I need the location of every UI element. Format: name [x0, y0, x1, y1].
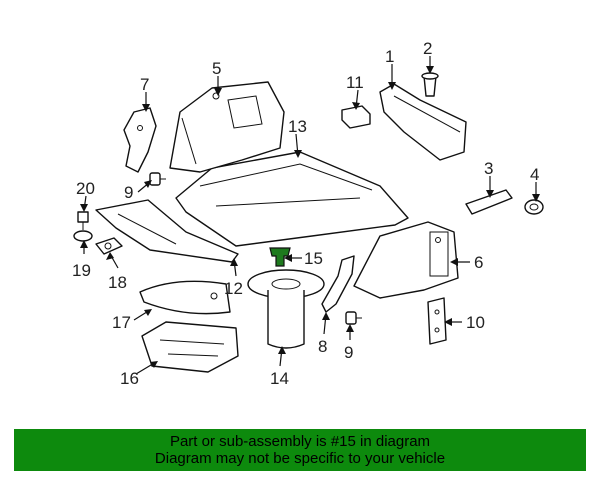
callout-5: 5 — [212, 59, 221, 78]
part-11-block — [341, 105, 371, 129]
callout-1: 1 — [385, 47, 394, 66]
parts-diagram: 1 2 3 4 5 6 7 8 9 9 10 11 12 13 14 15 16… — [72, 39, 544, 388]
callout-16: 16 — [120, 369, 139, 388]
callout-15: 15 — [304, 249, 323, 268]
callout-19: 19 — [72, 261, 91, 280]
callout-18: 18 — [108, 273, 127, 292]
part-6-right-trim-panel — [353, 221, 459, 299]
callout-7: 7 — [140, 75, 149, 94]
part-5-left-trim-panel — [169, 81, 285, 173]
callout-6: 6 — [474, 253, 483, 272]
callout-labels: 1 2 3 4 5 6 7 8 9 9 10 11 12 13 14 15 16… — [72, 39, 539, 388]
part-7-bracket — [123, 107, 157, 173]
part-14-spare-holder — [247, 269, 325, 349]
part-9-clip-left — [149, 172, 166, 186]
info-banner: Part or sub-assembly is #15 in diagram D… — [14, 429, 586, 471]
part-2-fastener — [421, 72, 439, 97]
callout-20: 20 — [76, 179, 95, 198]
callout-11: 11 — [346, 73, 364, 92]
part-20-screw — [77, 211, 89, 230]
part-16-foam-tray — [141, 321, 239, 373]
callout-10: 10 — [466, 313, 485, 332]
callout-17: 17 — [112, 313, 131, 332]
part-18-clip — [95, 237, 123, 255]
callout-8: 8 — [318, 337, 327, 356]
part-4-cap — [524, 199, 544, 215]
part-12-sill-plate — [95, 199, 239, 263]
part-19-washer — [73, 230, 93, 242]
part-1-rear-trim — [379, 83, 467, 161]
banner-line-1: Part or sub-assembly is #15 in diagram — [169, 433, 431, 450]
part-15-bolt — [269, 247, 291, 267]
part-8-bracket — [321, 255, 355, 313]
part-13-trunk-floor-mat — [175, 151, 409, 247]
arrowheads — [80, 66, 540, 368]
callout-13: 13 — [288, 117, 307, 136]
part-9-clip-right — [345, 311, 362, 325]
callout-3: 3 — [484, 159, 493, 178]
callout-12: 12 — [224, 279, 243, 298]
callout-2: 2 — [423, 39, 432, 58]
callout-9-right: 9 — [344, 343, 353, 362]
part-3-handle — [465, 189, 513, 215]
callout-4: 4 — [530, 165, 539, 184]
callout-14: 14 — [270, 369, 289, 388]
part-17-cover-board — [139, 280, 231, 315]
part-10-bracket — [427, 297, 447, 345]
callout-9-left: 9 — [124, 183, 133, 202]
banner-line-2: Diagram may not be specific to your vehi… — [154, 450, 446, 467]
